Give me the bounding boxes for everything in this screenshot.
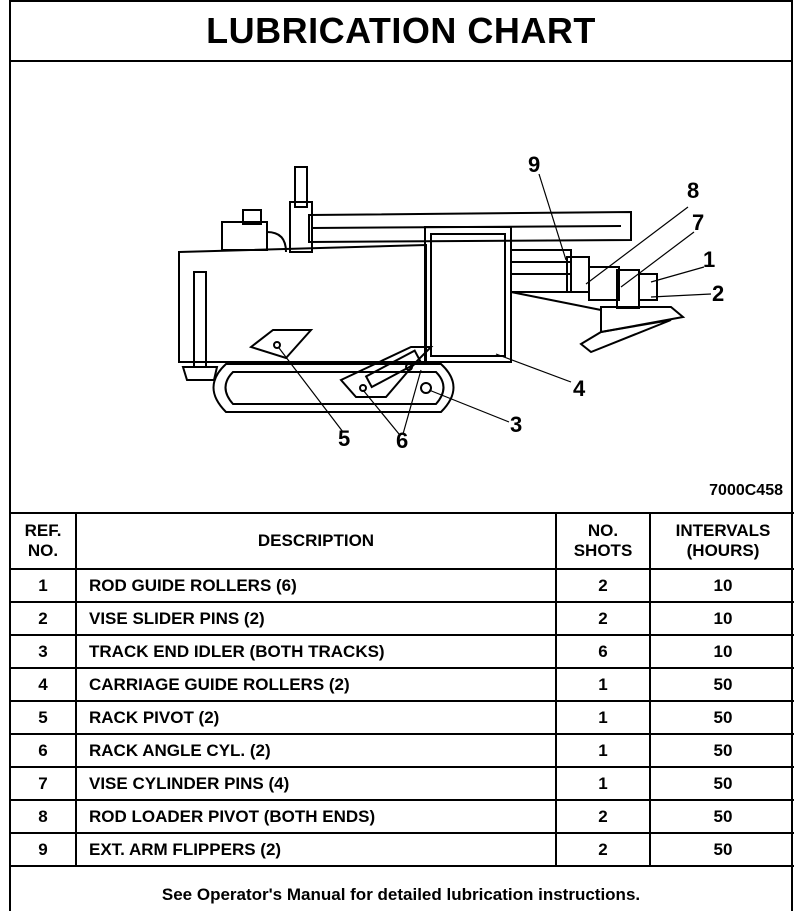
ref-cell: 7 [9, 766, 77, 801]
callout-8: 8 [687, 178, 700, 203]
ref-cell: 2 [9, 601, 77, 636]
leader-8 [585, 206, 689, 285]
stabilizer-foot [181, 366, 219, 381]
shots-cell: 2 [555, 601, 651, 636]
rack-angle-cylinder [364, 349, 422, 389]
shots-cell: 2 [555, 832, 651, 867]
callout-9: 9 [528, 152, 541, 177]
shots-cell: 6 [555, 634, 651, 669]
footer-note: See Operator's Manual for detailed lubri… [161, 884, 641, 904]
exhaust-stack [294, 166, 308, 208]
ref-cell: 6 [9, 733, 77, 768]
leader-4 [495, 353, 572, 383]
ref-cell: 4 [9, 667, 77, 702]
front-stabilizer [193, 271, 207, 368]
top-rail [308, 210, 632, 244]
table-row: 2 VISE SLIDER PINS (2) 2 10 [9, 601, 794, 636]
callout-2: 2 [712, 281, 725, 306]
air-filter [221, 221, 268, 251]
description-cell: RACK PIVOT (2) [75, 700, 557, 735]
track-inner [224, 371, 445, 405]
drill-machine-drawing [178, 166, 712, 435]
table-row: 1 ROD GUIDE ROLLERS (6) 2 10 [9, 568, 794, 603]
table-header-row: REF. NO. DESCRIPTION NO. SHOTS INTERVALS… [9, 512, 794, 570]
interval-cell: 50 [649, 766, 794, 801]
shots-cell: 2 [555, 799, 651, 834]
vise-slider [638, 273, 658, 301]
chart-title: LUBRICATION CHART [11, 0, 791, 62]
ref-cell: 5 [9, 700, 77, 735]
header-description: DESCRIPTION [75, 512, 557, 570]
leader-9 [538, 173, 567, 261]
drill-entry-guide [579, 319, 672, 354]
description-cell: CARRIAGE GUIDE ROLLERS (2) [75, 667, 557, 702]
shots-cell: 1 [555, 766, 651, 801]
front-vise [600, 306, 686, 334]
figure-code: 7000C458 [709, 482, 783, 499]
table-row: 9 EXT. ARM FLIPPERS (2) 2 50 [9, 832, 794, 867]
table-row: 8 ROD LOADER PIVOT (BOTH ENDS) 2 50 [9, 799, 794, 834]
rod-box [511, 249, 572, 293]
control-cabinet-panel [430, 233, 506, 357]
shots-cell: 2 [555, 568, 651, 603]
interval-cell: 50 [649, 832, 794, 867]
machine-illustration: 9 8 7 1 2 4 3 5 6 7000C458 [11, 62, 791, 512]
callout-3: 3 [510, 412, 523, 437]
muffler [289, 201, 313, 253]
filter-cap [242, 209, 262, 225]
lubrication-table: REF. NO. DESCRIPTION NO. SHOTS INTERVALS… [9, 512, 794, 867]
description-cell: TRACK END IDLER (BOTH TRACKS) [75, 634, 557, 669]
leader-1 [650, 266, 705, 283]
header-ref-no: REF. NO. [9, 512, 77, 570]
description-cell: VISE SLIDER PINS (2) [75, 601, 557, 636]
shots-cell: 1 [555, 667, 651, 702]
callout-4: 4 [573, 376, 586, 401]
control-cabinet [424, 226, 512, 363]
description-cell: ROD GUIDE ROLLERS (6) [75, 568, 557, 603]
callout-6: 6 [396, 428, 409, 453]
ref-cell: 9 [9, 832, 77, 867]
rack-pivot-plate [248, 329, 314, 360]
shots-cell: 1 [555, 733, 651, 768]
ref-cell: 8 [9, 799, 77, 834]
leader-lines [278, 173, 712, 435]
table-row: 5 RACK PIVOT (2) 1 50 [9, 700, 794, 735]
callout-5: 5 [338, 426, 351, 451]
interval-cell: 50 [649, 667, 794, 702]
header-intervals: INTERVALS (HOURS) [649, 512, 794, 570]
shots-cell: 1 [555, 700, 651, 735]
callout-1: 1 [703, 247, 716, 272]
table-row: 3 TRACK END IDLER (BOTH TRACKS) 6 10 [9, 634, 794, 669]
lubrication-chart-sheet: LUBRICATION CHART [9, 0, 794, 911]
description-cell: ROD LOADER PIVOT (BOTH ENDS) [75, 799, 557, 834]
rack-angle-bracket [339, 346, 434, 398]
ref-cell: 1 [9, 568, 77, 603]
interval-cell: 10 [649, 568, 794, 603]
ref-cell: 3 [9, 634, 77, 669]
table-row: 4 CARRIAGE GUIDE ROLLERS (2) 1 50 [9, 667, 794, 702]
leader-2 [650, 293, 712, 298]
crawler-track [212, 363, 455, 413]
description-cell: VISE CYLINDER PINS (4) [75, 766, 557, 801]
header-no-shots: NO. SHOTS [555, 512, 651, 570]
interval-cell: 10 [649, 634, 794, 669]
leader-6b [402, 369, 422, 435]
description-cell: EXT. ARM FLIPPERS (2) [75, 832, 557, 867]
interval-cell: 50 [649, 733, 794, 768]
table-row: 7 VISE CYLINDER PINS (4) 1 50 [9, 766, 794, 801]
interval-cell: 50 [649, 700, 794, 735]
leader-7 [620, 231, 695, 288]
table-row: 6 RACK ANGLE CYL. (2) 1 50 [9, 733, 794, 768]
engine-housing [178, 243, 427, 363]
interval-cell: 10 [649, 601, 794, 636]
interval-cell: 50 [649, 799, 794, 834]
vise-cylinder [588, 266, 620, 301]
description-cell: RACK ANGLE CYL. (2) [75, 733, 557, 768]
leader-6a [362, 389, 400, 435]
callout-7: 7 [692, 210, 705, 235]
leader-5 [278, 347, 344, 433]
track-idler [420, 382, 432, 394]
leader-3 [428, 389, 510, 423]
